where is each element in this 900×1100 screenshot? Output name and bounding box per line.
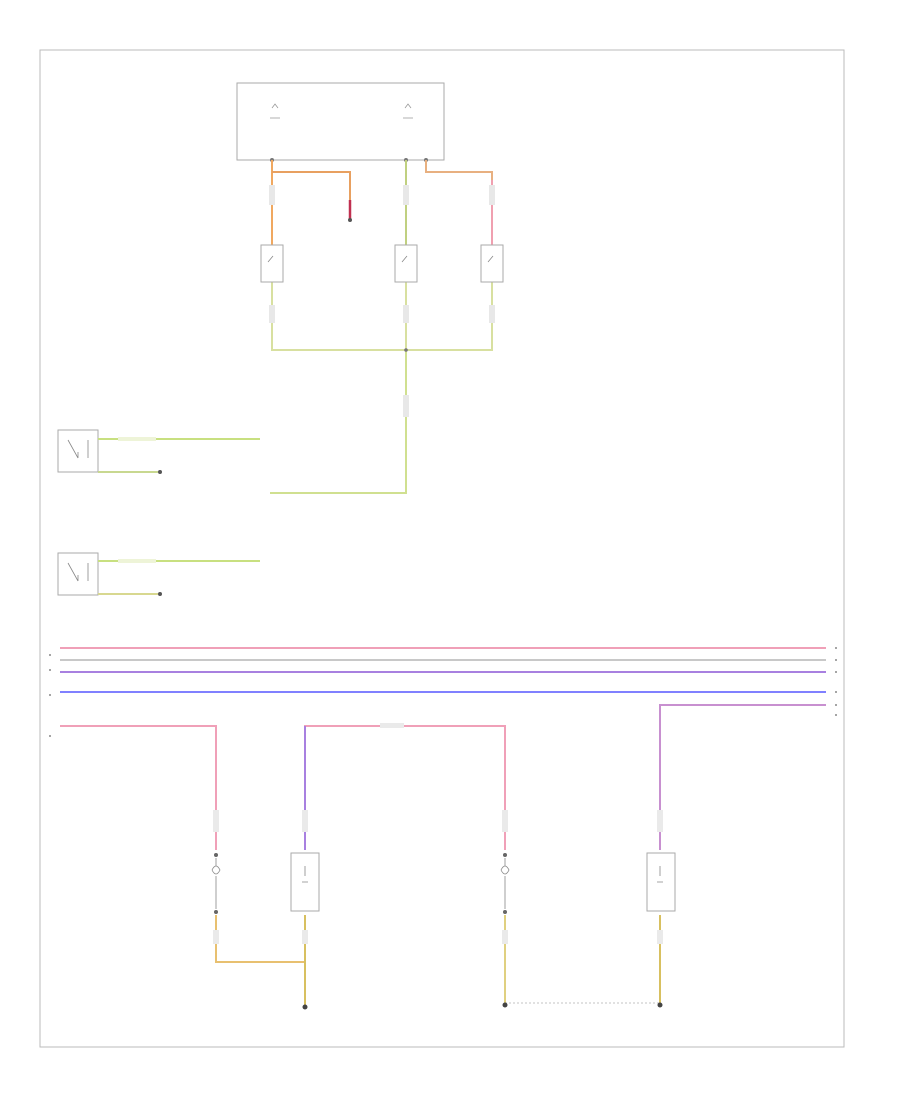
bus-line-red-lower	[60, 725, 217, 850]
wire-label-mark	[403, 185, 409, 205]
wire-center-down	[270, 350, 407, 494]
lamp-3	[500, 853, 510, 914]
ground-2-node	[502, 1002, 508, 1008]
door-contact-2-symbol	[67, 562, 89, 582]
edge-connector-dot	[835, 714, 837, 716]
grounds	[302, 1002, 663, 1010]
lamp-3-bulb	[500, 858, 510, 909]
upper-wiring	[270, 160, 493, 494]
edge-connectors	[49, 647, 837, 737]
wire-label-mark	[657, 930, 663, 944]
edge-connector-dot	[49, 735, 51, 737]
lamp-1-bulb	[211, 858, 221, 909]
control-module	[236, 82, 445, 162]
wire-label-mark	[403, 395, 409, 417]
wire-orange-branch	[272, 171, 351, 218]
edge-connector-dot	[835, 659, 837, 661]
edge-connector-dot	[835, 671, 837, 673]
edge-connector-dot	[835, 704, 837, 706]
wire-label-mark	[380, 723, 404, 728]
ground-3-node	[657, 1002, 663, 1008]
lamps	[211, 852, 676, 914]
door-contact-1-box	[57, 429, 99, 473]
wire-label-mark	[302, 810, 308, 832]
lamp-2-symbol	[302, 866, 308, 883]
lamp-3-node	[503, 853, 507, 857]
edge-connector-dot	[835, 647, 837, 649]
switch-contacts	[267, 255, 494, 263]
edge-connector-dot	[835, 691, 837, 693]
switch-center	[394, 244, 418, 283]
connector-end	[348, 218, 352, 222]
module-internal-symbols	[270, 103, 413, 119]
wire-label-mark	[489, 305, 495, 323]
wire-label-mark	[269, 185, 275, 205]
wire-label-mark	[118, 437, 156, 441]
wire-tan	[425, 160, 493, 245]
wire-label-mark	[213, 810, 219, 832]
door-contact-2-box	[57, 552, 99, 596]
switch-right	[480, 244, 504, 283]
door-contact-2	[57, 552, 260, 596]
splice-node	[404, 348, 408, 352]
wire-label-mark	[118, 559, 156, 563]
lamp-4-symbol	[657, 866, 663, 883]
wire-label-mark	[657, 810, 663, 832]
door-contact-1-ground-node	[158, 470, 162, 474]
lamp-2	[290, 852, 320, 912]
wire-orange-lamp1	[215, 915, 305, 963]
wire-violet-lamp4	[659, 704, 826, 850]
lamp-4	[646, 852, 676, 912]
upper-switches	[260, 244, 504, 283]
door-contact-1	[57, 429, 260, 474]
wire-label-mark	[502, 810, 508, 832]
wire-label-marks	[269, 185, 495, 417]
lamp-1-node	[214, 853, 218, 857]
door-contact-1-symbol	[67, 439, 89, 459]
edge-connector-dot	[49, 669, 51, 671]
bus-lines	[60, 647, 826, 850]
wire-label-mark	[269, 305, 275, 323]
diagram-frame	[39, 49, 845, 1048]
wire-label-mark	[302, 930, 308, 944]
ground-1-node	[302, 1004, 308, 1010]
wire-ground-loop	[271, 282, 493, 351]
wire-red-bridge	[304, 725, 506, 850]
lower-wire-marks	[213, 723, 663, 944]
wire-label-mark	[403, 305, 409, 323]
wire-label-mark	[489, 185, 495, 205]
switch-left	[260, 244, 284, 283]
lamp-1	[211, 853, 221, 914]
lamp-3-node	[503, 910, 507, 914]
lamp-1-node	[214, 910, 218, 914]
module-box	[236, 82, 445, 161]
wire-label-mark	[213, 930, 219, 944]
wire-label-mark	[502, 930, 508, 944]
edge-connector-dot	[49, 654, 51, 656]
door-contact-2-ground-node	[158, 592, 162, 596]
edge-connector-dot	[49, 694, 51, 696]
